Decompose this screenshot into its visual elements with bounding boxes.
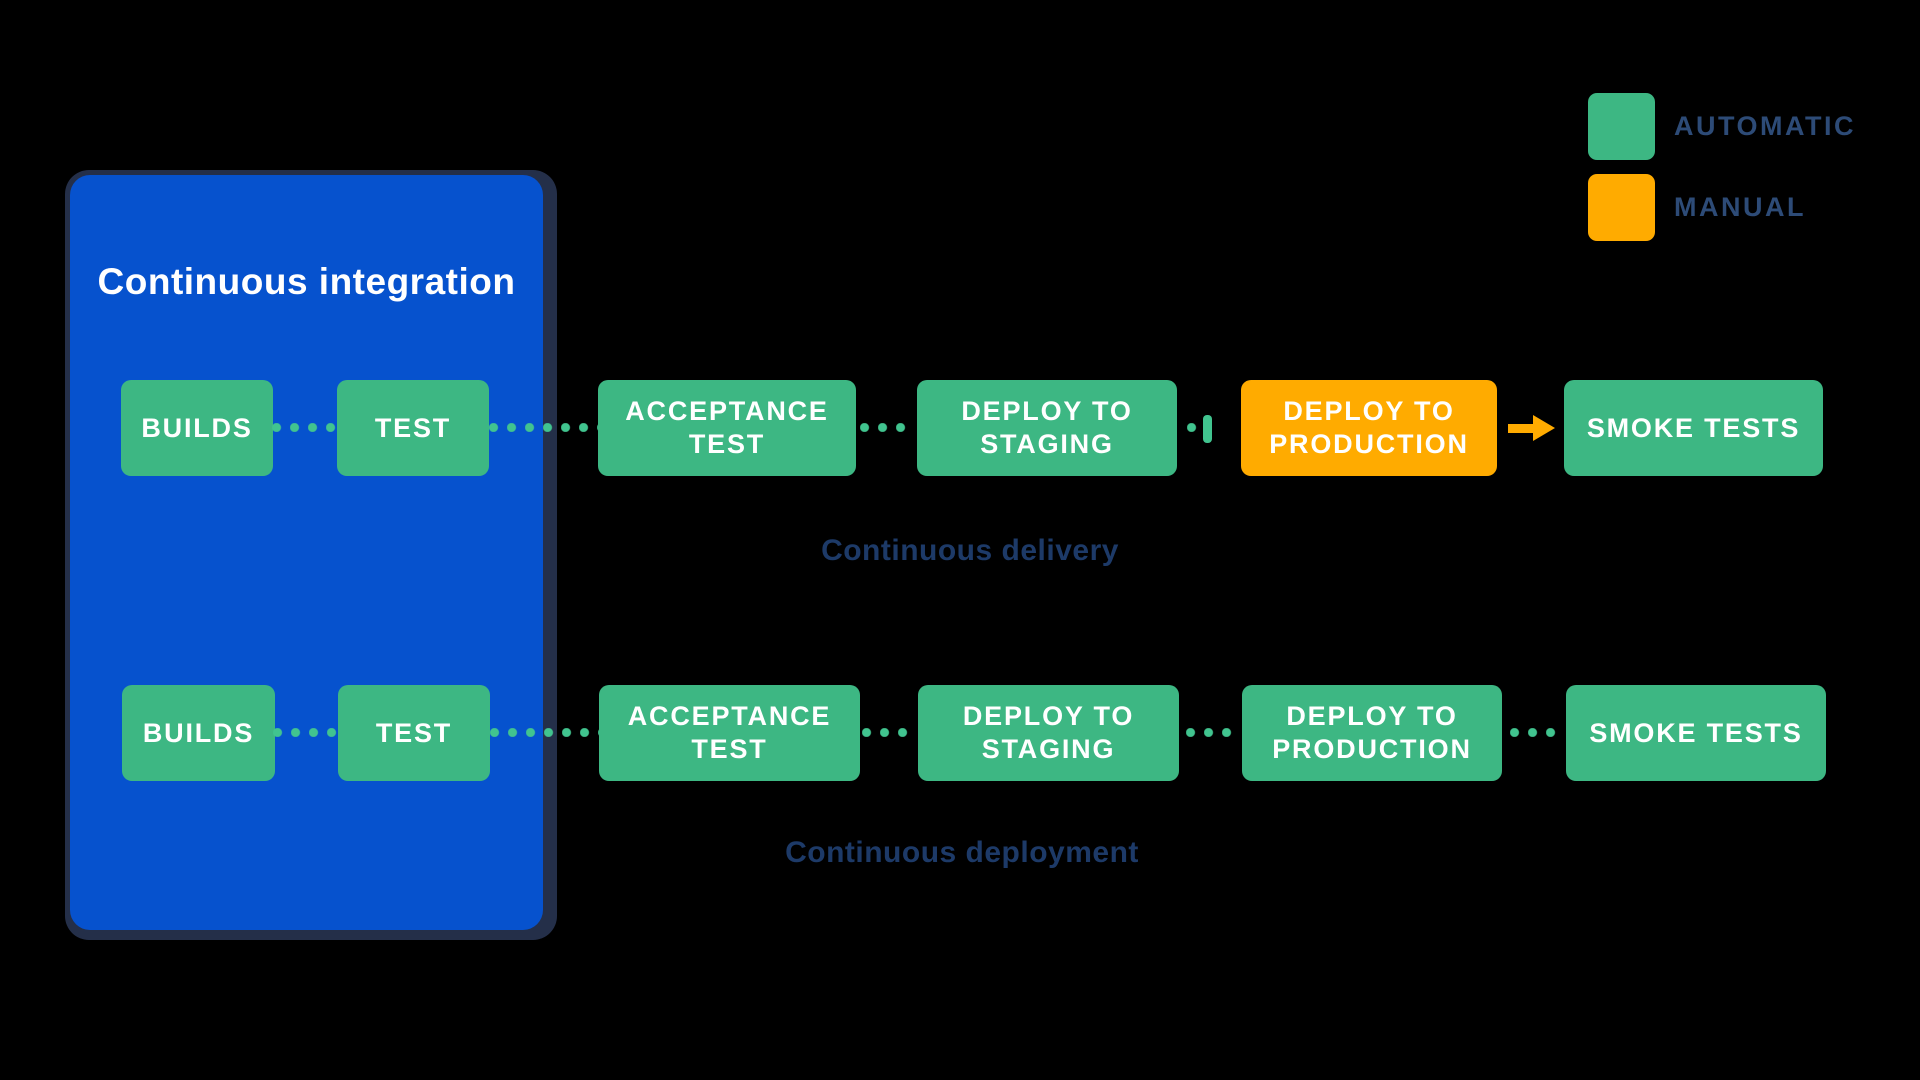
dotted-connector [1510, 728, 1564, 737]
delivery-smoke-tests-box: SMOKE TESTS [1564, 380, 1823, 476]
delivery-builds-box: BUILDS [121, 380, 273, 476]
dotted-connector [1186, 728, 1240, 737]
manual-arrow-icon [1508, 424, 1536, 433]
legend-label-automatic: AUTOMATIC [1674, 110, 1856, 141]
manual-arrow-head-icon [1533, 415, 1555, 441]
manual-gate-bar-icon [1203, 415, 1212, 443]
delivery-deploy-staging-box: DEPLOY TO STAGING [917, 380, 1177, 476]
legend-item-automatic: AUTOMATIC [1588, 92, 1856, 160]
automatic-swatch-icon [1588, 92, 1655, 160]
legend: AUTOMATIC MANUAL [1588, 92, 1856, 254]
dotted-connector [860, 423, 914, 432]
deployment-smoke-tests-box: SMOKE TESTS [1566, 685, 1826, 781]
legend-item-manual: MANUAL [1588, 173, 1856, 241]
ci-container [70, 175, 543, 930]
continuous-delivery-caption: Continuous delivery [821, 534, 1119, 567]
delivery-deploy-production-box: DEPLOY TO PRODUCTION [1241, 380, 1497, 476]
legend-label-manual: MANUAL [1674, 191, 1806, 222]
dotted-connector [490, 728, 599, 737]
dotted-connector [862, 728, 916, 737]
dotted-connector [273, 728, 337, 737]
deployment-acceptance-test-box: ACCEPTANCE TEST [599, 685, 860, 781]
deployment-deploy-production-box: DEPLOY TO PRODUCTION [1242, 685, 1502, 781]
deployment-deploy-staging-box: DEPLOY TO STAGING [918, 685, 1179, 781]
deployment-builds-box: BUILDS [122, 685, 275, 781]
delivery-test-box: TEST [337, 380, 489, 476]
delivery-acceptance-test-box: ACCEPTANCE TEST [598, 380, 856, 476]
deployment-test-box: TEST [338, 685, 490, 781]
dotted-connector [489, 423, 598, 432]
manual-swatch-icon [1588, 173, 1655, 241]
manual-gate-dot-icon [1187, 423, 1197, 432]
continuous-deployment-caption: Continuous deployment [785, 836, 1139, 869]
dotted-connector [272, 423, 336, 432]
ci-title: Continuous integration [97, 261, 516, 302]
